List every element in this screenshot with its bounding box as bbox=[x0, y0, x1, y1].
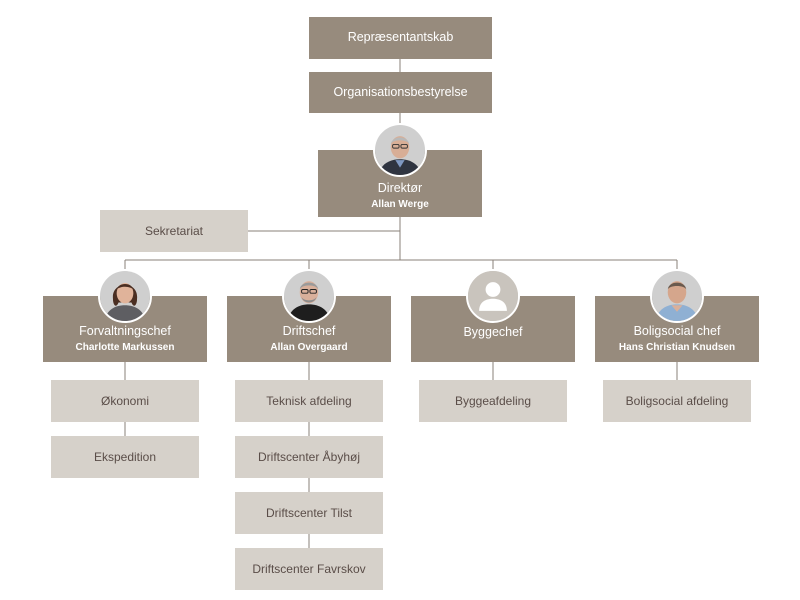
box-person-name: Allan Werge bbox=[371, 199, 429, 211]
box-department: Økonomi bbox=[51, 380, 199, 422]
box-person-name: Allan Overgaard bbox=[270, 341, 348, 353]
box-title: Byggechef bbox=[463, 325, 523, 340]
box-organisationsbestyrelse: Organisationsbestyrelse bbox=[309, 72, 492, 113]
box-department: Driftscenter Favrskov bbox=[235, 548, 383, 590]
box-department: Byggeafdeling bbox=[419, 380, 567, 422]
person-photo-icon bbox=[284, 271, 334, 321]
person-photo-icon bbox=[375, 125, 425, 175]
box-person-name: Hans Christian Knudsen bbox=[618, 341, 736, 353]
box-label: Teknisk afdeling bbox=[266, 393, 352, 408]
avatar-chief-boligsocial bbox=[650, 269, 704, 323]
box-label: Driftscenter Tilst bbox=[265, 505, 352, 520]
avatar-chief-forvaltning bbox=[98, 269, 152, 323]
box-label: Organisationsbestyrelse bbox=[333, 84, 468, 99]
person-photo-icon bbox=[652, 271, 702, 321]
box-label: Driftscenter Favrskov bbox=[252, 561, 366, 576]
box-label: Ekspedition bbox=[93, 449, 157, 464]
box-title: Driftschef bbox=[282, 323, 336, 338]
box-person-name: Charlotte Markussen bbox=[75, 341, 175, 353]
box-department: Boligsocial afdeling bbox=[603, 380, 751, 422]
box-sekretariat: Sekretariat bbox=[100, 210, 248, 252]
box-department: Driftscenter Åbyhøj bbox=[235, 436, 383, 478]
avatar-chief-drift bbox=[282, 269, 336, 323]
box-label: Boligsocial afdeling bbox=[625, 393, 729, 408]
person-photo-icon bbox=[100, 271, 150, 321]
box-label: Sekretariat bbox=[144, 223, 204, 238]
box-representantskab: Repræsentantskab bbox=[309, 17, 492, 59]
box-title: Boligsocial chef bbox=[633, 323, 721, 338]
box-label: Økonomi bbox=[100, 393, 150, 408]
placeholder-user-icon bbox=[468, 271, 518, 321]
box-title: Forvaltningschef bbox=[79, 323, 171, 338]
avatar-chief-bygge bbox=[466, 269, 520, 323]
box-department: Ekspedition bbox=[51, 436, 199, 478]
box-label: Repræsentantskab bbox=[347, 30, 454, 45]
box-title: Direktør bbox=[377, 181, 423, 196]
box-department: Teknisk afdeling bbox=[235, 380, 383, 422]
box-department: Driftscenter Tilst bbox=[235, 492, 383, 534]
box-label: Driftscenter Åbyhøj bbox=[257, 449, 361, 464]
avatar-director bbox=[373, 123, 427, 177]
box-label: Byggeafdeling bbox=[454, 393, 532, 408]
